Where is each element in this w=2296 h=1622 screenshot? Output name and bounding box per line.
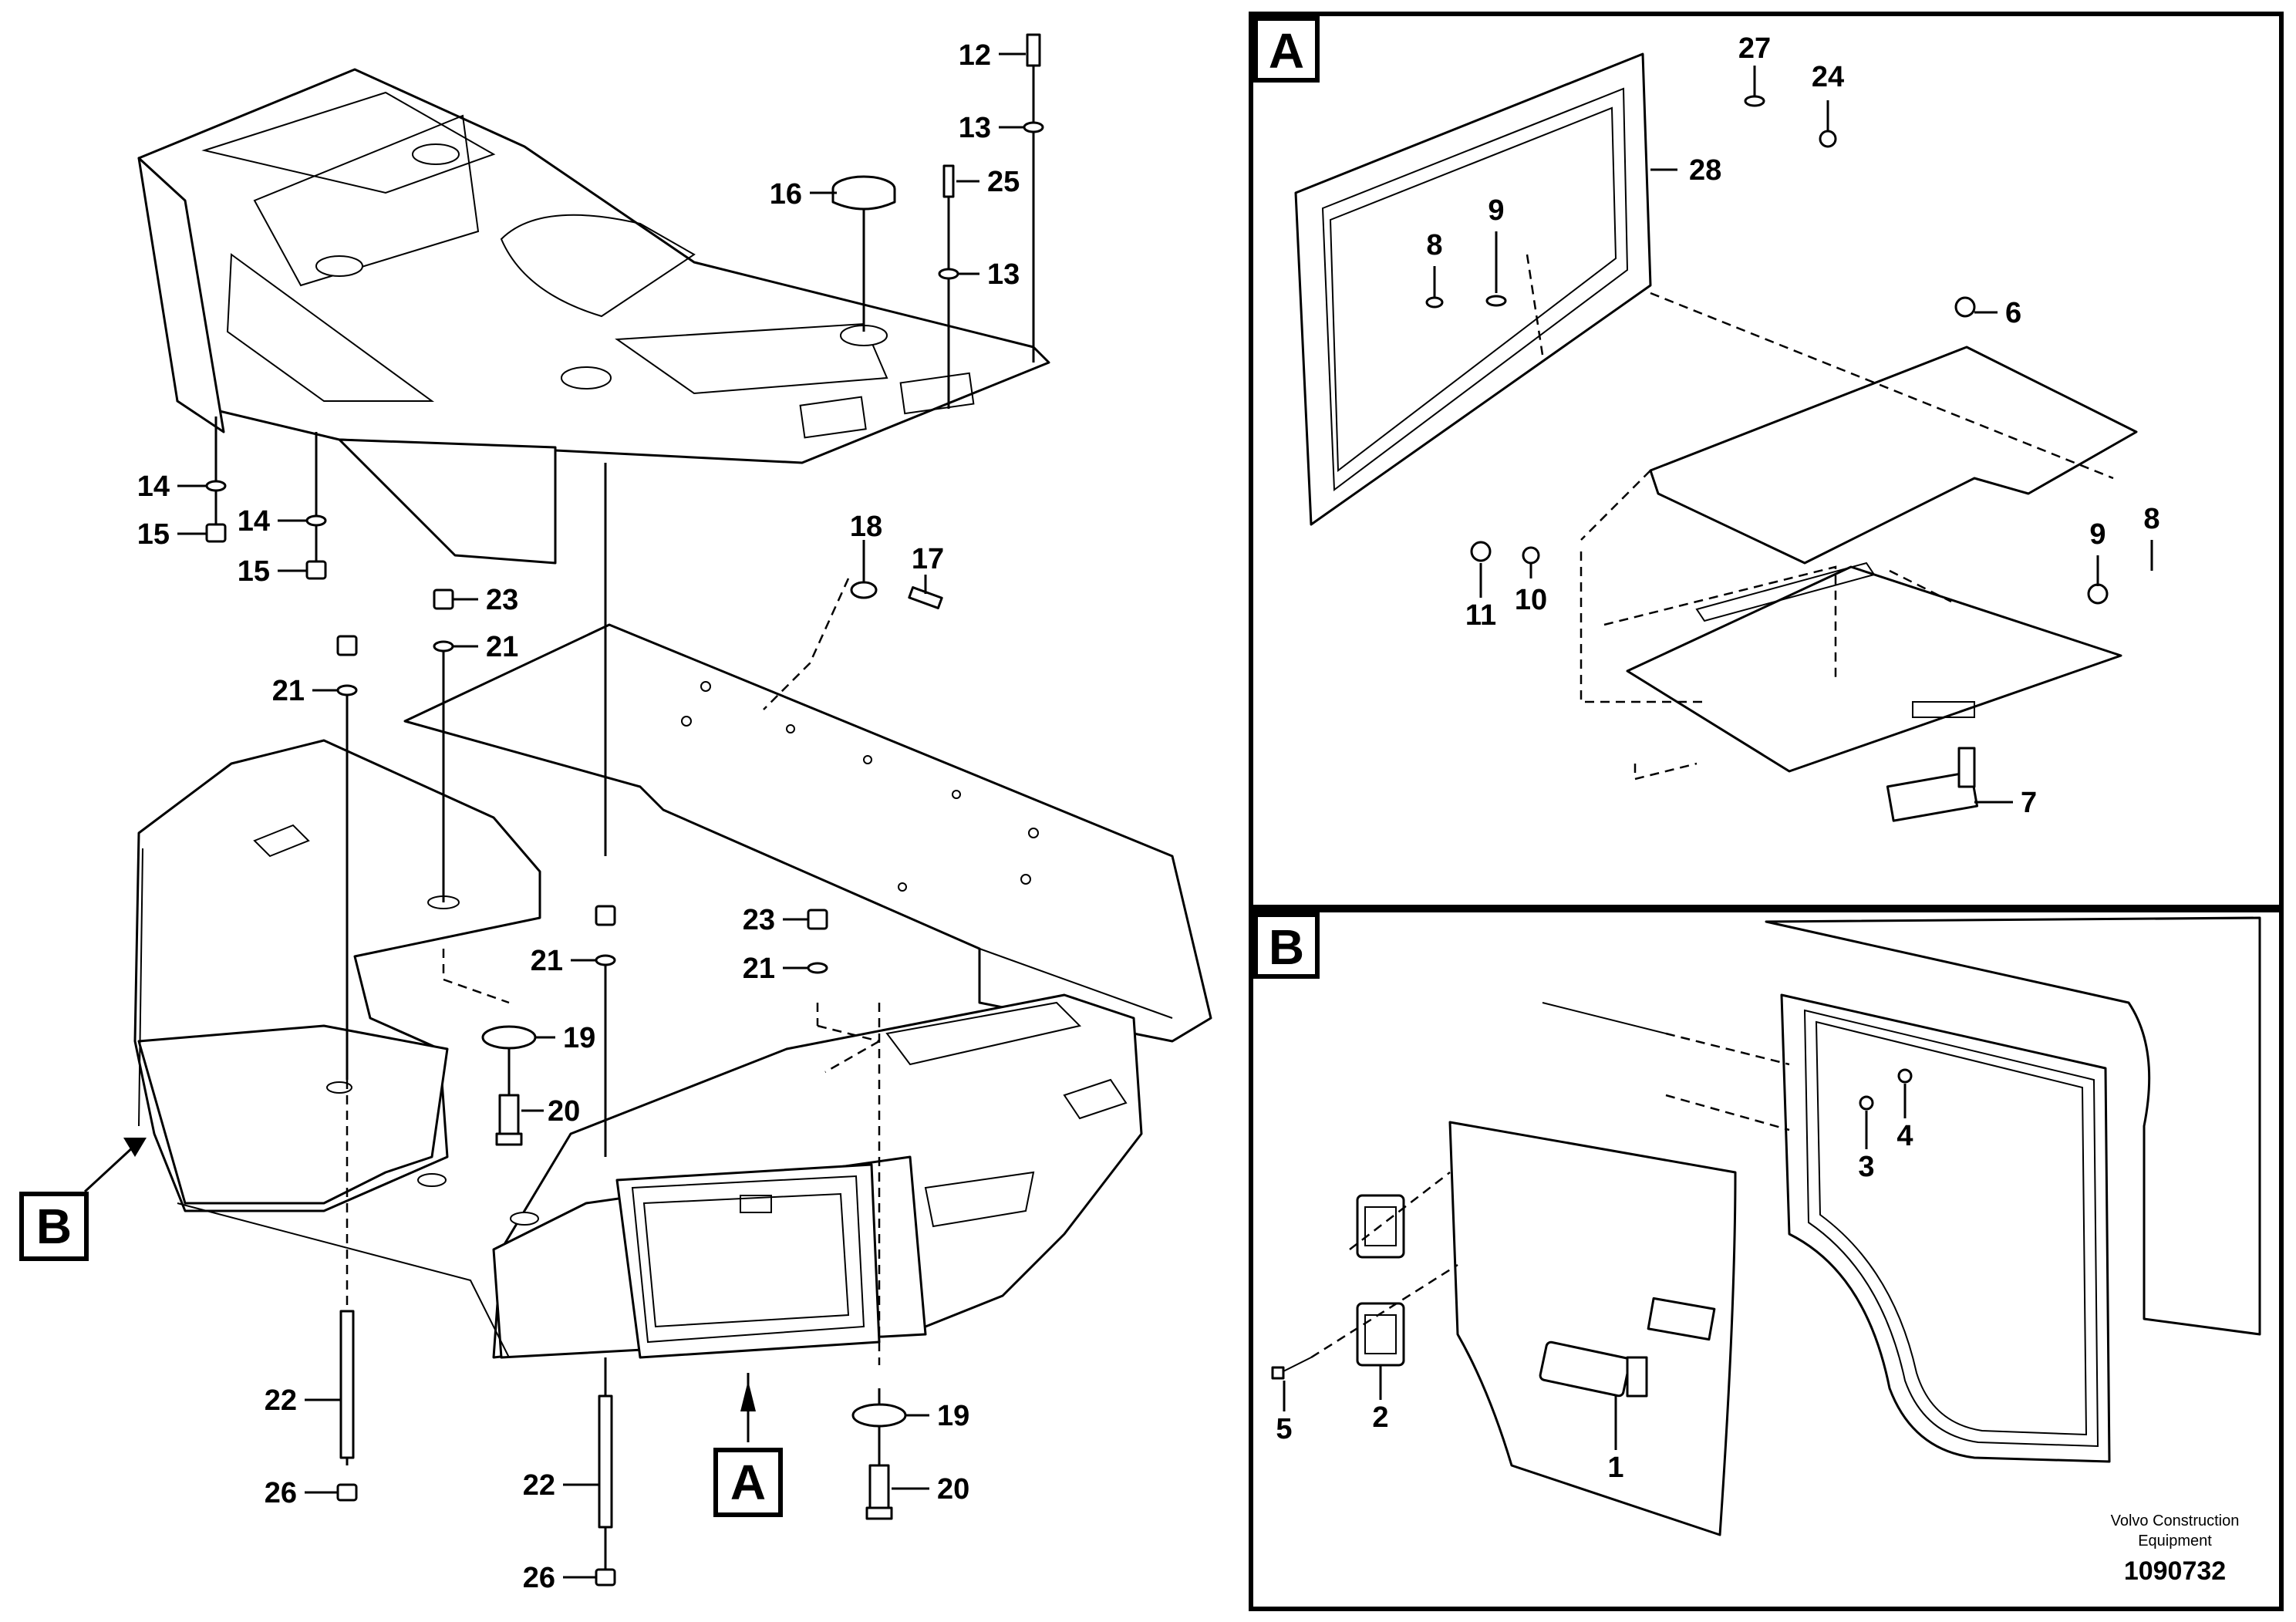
middle-mounting-plate <box>403 623 1212 1043</box>
callout-24: 24 <box>1812 61 1844 93</box>
detail-a-label: A <box>1269 23 1304 79</box>
detail-a-callouts: 27 24 28 8 9 6 11 10 9 8 7 <box>1426 32 2159 819</box>
callout-8: 8 <box>2143 503 2159 535</box>
callout-14: 14 <box>137 470 170 503</box>
callout-8: 8 <box>1426 229 1442 261</box>
detail-b-parts <box>1271 916 2261 1536</box>
main-callouts: 12 13 16 25 13 14 15 14 15 18 17 23 21 2… <box>137 39 1020 1594</box>
callout-23: 23 <box>486 584 518 616</box>
callout-1: 1 <box>1607 1452 1623 1484</box>
callout-2: 2 <box>1372 1401 1388 1434</box>
detail-a-leaders <box>1433 66 2153 804</box>
detail-b-label: B <box>1269 919 1304 975</box>
detail-b-frame: B <box>1249 908 2284 1611</box>
callout-19: 19 <box>563 1022 595 1054</box>
callout-5: 5 <box>1276 1413 1292 1445</box>
callout-14: 14 <box>238 505 270 538</box>
callout-22: 22 <box>523 1469 555 1502</box>
detail-b-leaders <box>1283 1084 1907 1450</box>
callout-7: 7 <box>2021 787 2037 819</box>
callout-9: 9 <box>2089 518 2106 551</box>
callout-6: 6 <box>2005 297 2021 329</box>
callout-21: 21 <box>743 953 775 985</box>
callout-21: 21 <box>486 631 518 663</box>
detail-b-callouts: 3 4 5 2 1 <box>1276 1120 1913 1484</box>
callout-17: 17 <box>912 543 944 575</box>
callout-15: 15 <box>137 518 170 551</box>
callout-26: 26 <box>523 1562 555 1594</box>
upper-floor-plate <box>137 68 1050 565</box>
callout-13: 13 <box>987 258 1020 291</box>
main-callout-leaders <box>177 52 1026 1579</box>
callout-27: 27 <box>1738 32 1771 65</box>
view-marker-b-label: B <box>36 1199 72 1254</box>
callout-10: 10 <box>1515 584 1547 616</box>
company-name-line2: Equipment <box>2138 1533 2212 1549</box>
detail-a-parts <box>1294 52 2138 822</box>
callout-12: 12 <box>959 39 991 72</box>
detail-a-frame: A <box>1249 12 2284 909</box>
callout-25: 25 <box>987 166 1020 198</box>
callout-23: 23 <box>743 904 775 936</box>
callout-19: 19 <box>937 1400 969 1432</box>
drawing-footer: Volvo Construction Equipment 1090732 <box>2111 1512 2240 1586</box>
callout-18: 18 <box>850 511 882 543</box>
view-marker-a: A <box>713 1381 783 1517</box>
company-name-line1: Volvo Construction <box>2111 1512 2240 1529</box>
callout-26: 26 <box>265 1477 297 1509</box>
callout-21: 21 <box>531 945 563 977</box>
callout-28: 28 <box>1689 154 1721 187</box>
callout-20: 20 <box>548 1095 580 1128</box>
callout-13: 13 <box>959 112 991 144</box>
callout-16: 16 <box>770 178 802 211</box>
callout-4: 4 <box>1896 1120 1913 1152</box>
callout-3: 3 <box>1858 1151 1874 1183</box>
callout-22: 22 <box>265 1384 297 1417</box>
drawing-number: 1090732 <box>2124 1556 2226 1586</box>
callout-11: 11 <box>1465 599 1496 632</box>
base-frame <box>133 739 1143 1359</box>
callout-20: 20 <box>937 1473 969 1506</box>
callout-9: 9 <box>1488 194 1504 227</box>
callout-21: 21 <box>272 675 305 707</box>
view-marker-a-label: A <box>730 1455 766 1510</box>
view-marker-b: B <box>19 1138 147 1261</box>
callout-15: 15 <box>238 555 270 588</box>
